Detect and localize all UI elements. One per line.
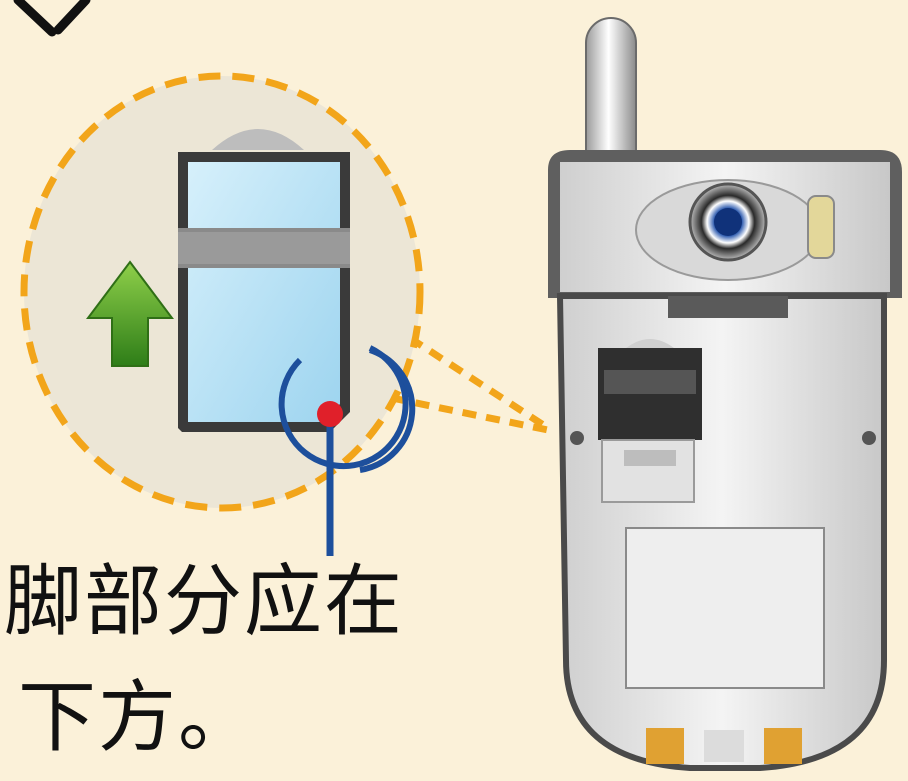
sim-card: [178, 129, 350, 432]
instruction-line-1: 脚部分应在: [4, 557, 405, 647]
up-arrow-icon: [86, 260, 174, 367]
phone-back-illustration: [548, 17, 902, 771]
partial-character: [13, 0, 91, 37]
callout-connector: [391, 335, 550, 434]
instruction-line-2: 下方。: [18, 673, 259, 763]
corner-marker: [278, 345, 416, 556]
